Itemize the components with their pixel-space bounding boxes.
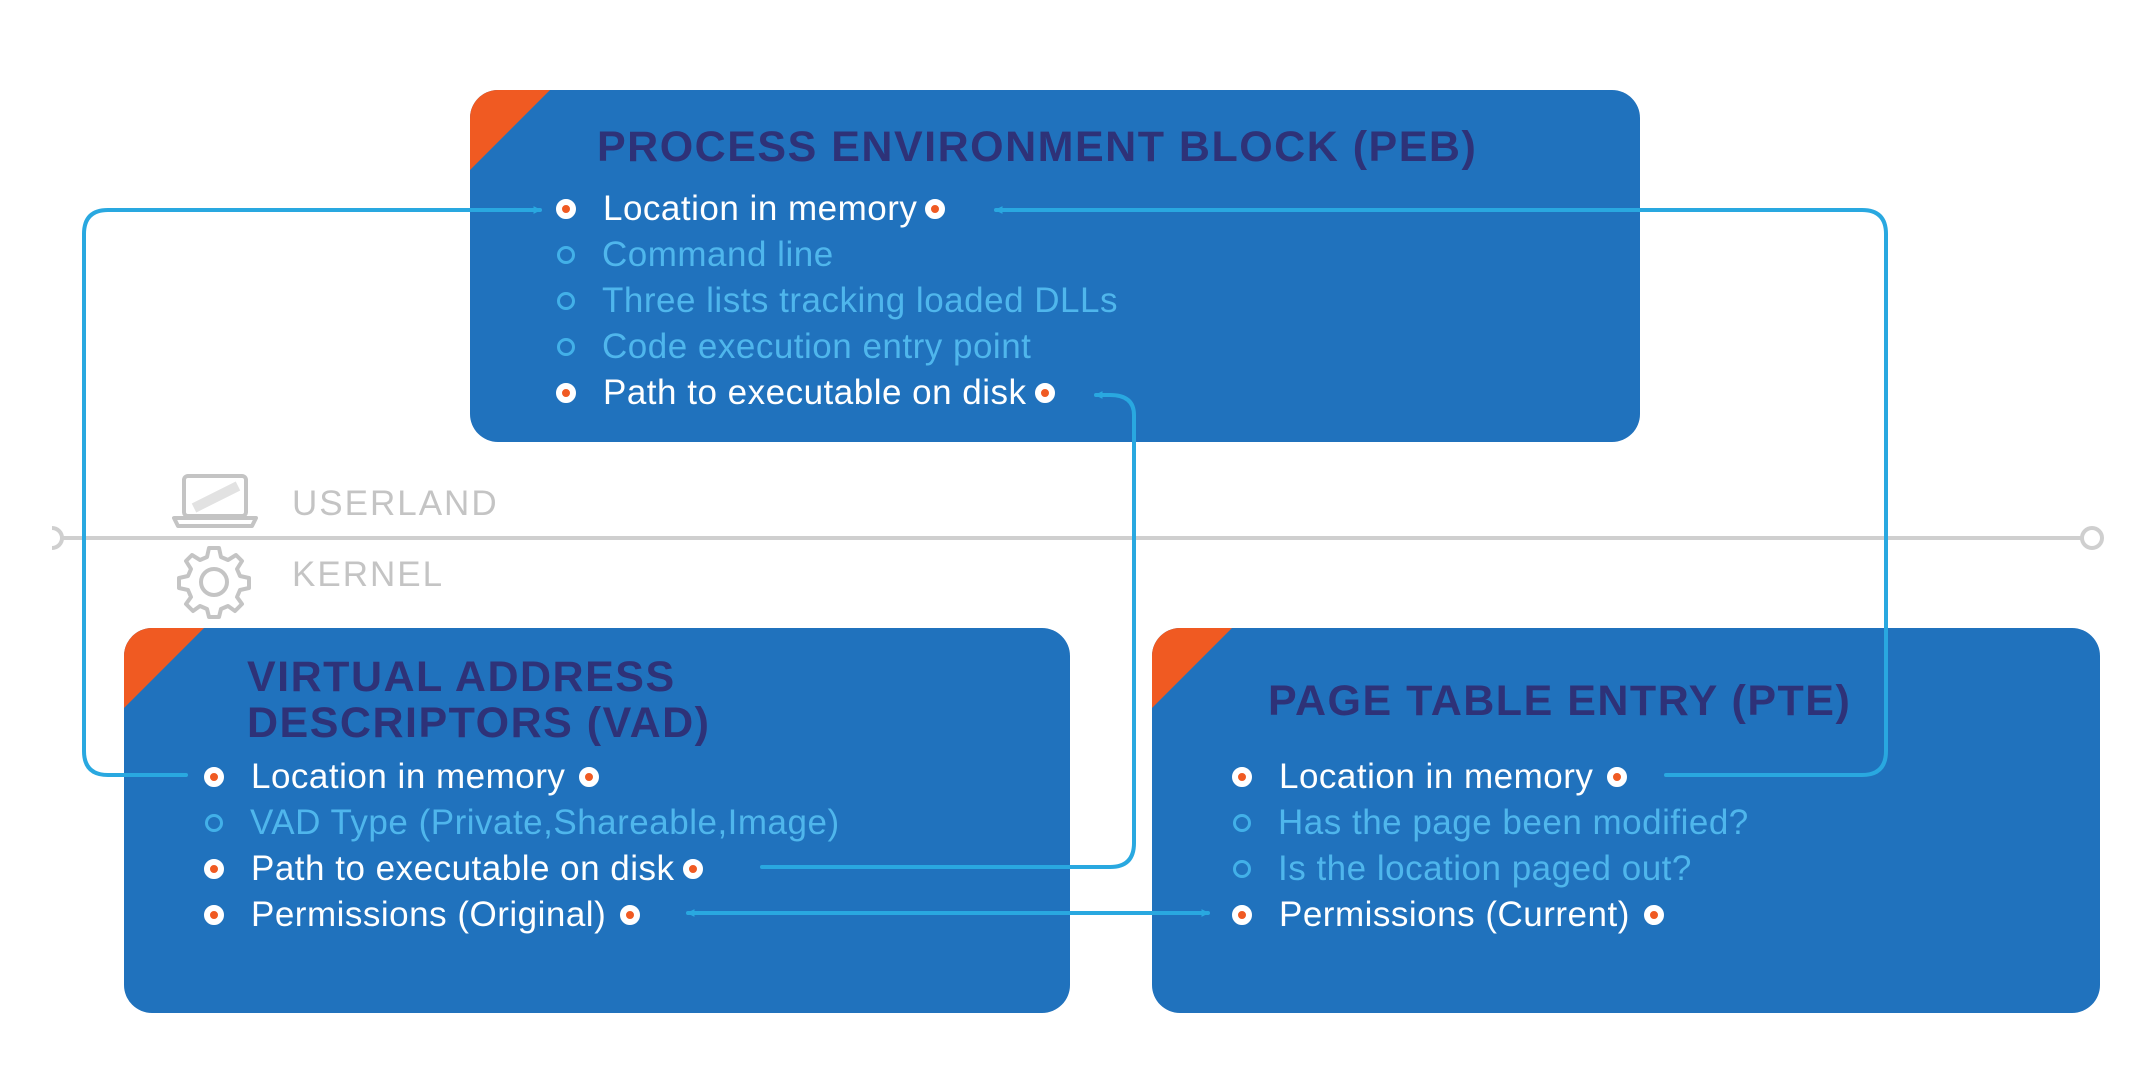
connector-dot-icon [1034,383,1055,403]
bullet-icon [1233,860,1251,878]
connector-pte-to-peb-location [994,206,1888,777]
peb-item-label: Location in memory [603,189,918,228]
vad-item-location: Location in memory [204,754,600,800]
peb-item-entry-point: Code execution entry point [557,324,1031,370]
bullet-icon [204,767,224,787]
connector-dot-icon [579,767,600,787]
vad-item-type: VAD Type (Private,Shareable,Image) [205,800,840,846]
peb-item-dll-lists: Three lists tracking loaded DLLs [557,278,1118,324]
connector-dot-icon [925,199,946,219]
bullet-icon [1232,767,1252,787]
bullet-icon [557,246,575,264]
connector-vad-to-peb-location [82,206,542,777]
peb-item-path: Path to executable on disk [556,370,1055,416]
bullet-icon [556,199,576,219]
pte-item-location: Location in memory [1232,754,1628,800]
bullet-icon [557,292,575,310]
peb-item-command-line: Command line [557,232,834,278]
connector-dot-icon [1607,767,1628,787]
bullet-icon [556,383,576,403]
accent-corner [124,628,204,708]
accent-corner [470,90,550,170]
accent-corner [1152,628,1232,708]
pte-box: PAGE TABLE ENTRY (PTE) Location in memor… [1152,628,2100,1013]
userland-label: USERLAND [292,484,499,523]
pte-item-label: Location in memory [1279,757,1594,796]
vad-item-path: Path to executable on disk [204,846,703,892]
kernel-label: KERNEL [292,555,445,594]
connector-dot-icon [1643,905,1664,925]
pte-title: PAGE TABLE ENTRY (PTE) [1268,677,1852,725]
pte-item-modified: Has the page been modified? [1233,800,1749,846]
peb-box: PROCESS ENVIRONMENT BLOCK (PEB) Location… [470,90,1640,442]
pte-item-paged-out: Is the location paged out? [1233,846,1692,892]
bullet-icon [1232,905,1252,925]
connector-dot-icon [682,859,703,879]
peb-item-label: Three lists tracking loaded DLLs [602,281,1118,320]
peb-title: PROCESS ENVIRONMENT BLOCK (PEB) [597,123,1478,171]
vad-item-permissions: Permissions (Original) [204,892,641,938]
bullet-icon [205,814,223,832]
gear-icon [177,546,251,619]
vad-title-line1: VIRTUAL ADDRESS [247,653,676,701]
pte-item-label: Permissions (Current) [1279,895,1630,934]
bullet-icon [204,905,224,925]
vad-item-label: VAD Type (Private,Shareable,Image) [250,803,840,842]
bullet-icon [557,338,575,356]
vad-item-label: Location in memory [251,757,566,796]
peb-item-label: Path to executable on disk [603,373,1027,412]
pte-item-permissions: Permissions (Current) [1232,892,1664,938]
peb-item-label: Code execution entry point [602,327,1032,366]
pte-item-label: Is the location paged out? [1278,849,1692,888]
pte-item-label: Has the page been modified? [1278,803,1749,842]
laptop-icon [172,474,258,528]
connector-dot-icon [620,905,641,925]
connector-vad-to-peb-path [760,391,1136,869]
vad-box: VIRTUAL ADDRESS DESCRIPTORS (VAD) Locati… [124,628,1070,1013]
peb-item-label: Command line [602,235,834,274]
vad-item-label: Permissions (Original) [251,895,607,934]
bullet-icon [1233,814,1251,832]
bullet-icon [204,859,224,879]
vad-item-label: Path to executable on disk [251,849,675,888]
vad-title-line2: DESCRIPTORS (VAD) [247,699,711,747]
peb-item-location: Location in memory [556,186,946,232]
